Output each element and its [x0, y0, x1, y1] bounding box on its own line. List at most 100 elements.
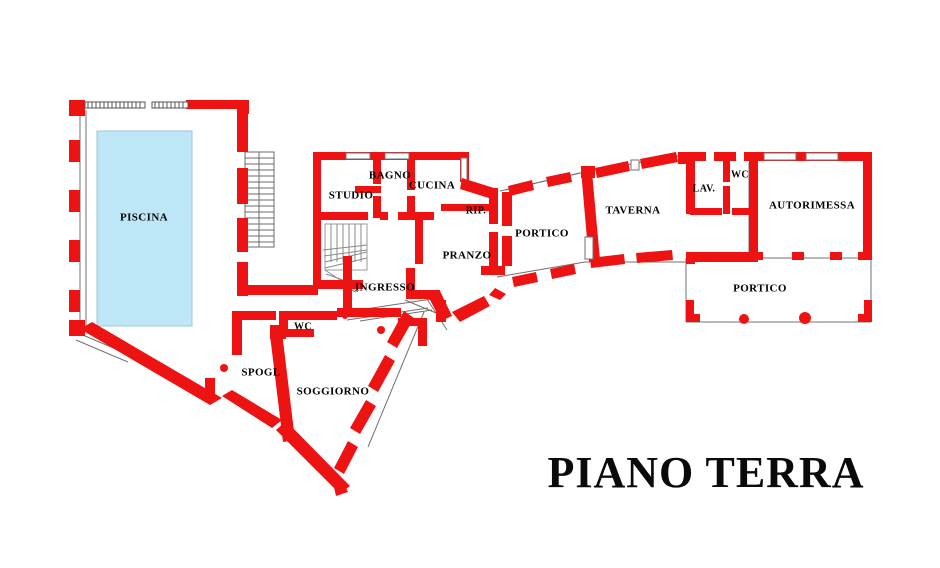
wall-ingresso-right: [406, 268, 415, 298]
wall-spogl-top: [232, 311, 276, 320]
wall-diagonal-sw-2: [222, 390, 282, 428]
wall-pool-corner-tr: [237, 100, 249, 114]
room-label-spogliatoio: SPOGL: [241, 367, 280, 379]
window-taverna-north: [630, 159, 640, 171]
wall-wc1-left: [279, 311, 288, 329]
wall-portico1-left-2: [502, 236, 512, 266]
wall-cucina-bottom: [398, 212, 434, 220]
pier-auto-s2: [830, 252, 842, 260]
wall-soggiorno-right-2: [368, 355, 395, 392]
wall-diag-s-1: [512, 272, 538, 287]
wall-lav-wc-div: [723, 160, 730, 182]
wall-taverna-west: [581, 170, 600, 262]
wall-soggiorno-right-3: [350, 400, 376, 434]
room-label-soggiorno: SOGGIORNO: [297, 386, 370, 398]
wall-bagno-cucina: [407, 160, 415, 190]
wall-pool-right-2: [237, 168, 248, 204]
pier-auto-s1: [792, 252, 804, 260]
column-spogl: [220, 364, 228, 372]
pool-railing: [84, 101, 189, 109]
room-label-pranzo: PRANZO: [443, 250, 492, 262]
wall-pool-left-3: [69, 240, 80, 262]
pier-auto-sw: [749, 252, 763, 260]
wall-pool-corner-bl: [69, 320, 85, 336]
wall-diag-s-2: [550, 264, 576, 279]
wall-rip-bottom: [441, 204, 489, 211]
wall-cucina-pranzo-div: [415, 220, 423, 264]
pool-water: [96, 130, 193, 327]
wall-taverna-south-2: [636, 250, 673, 263]
wall-taverna-south-1: [590, 254, 625, 268]
column-hall-1: [377, 326, 385, 334]
wall-cucina-lower: [407, 196, 415, 218]
wall-studio-bottom: [313, 212, 368, 220]
room-label-portico-1: PORTICO: [515, 228, 569, 240]
wall-hall-div-2: [343, 288, 352, 314]
wall-bagno-bottom: [355, 186, 381, 193]
wall-taverna-north-1: [595, 161, 630, 178]
wall-studio-bottom-stub: [380, 212, 388, 220]
room-label-cucina: CUCINA: [409, 180, 455, 192]
wall-pool-bottom: [248, 285, 318, 295]
wall-soggiorno-right-5: [332, 478, 348, 496]
wall-pool-right-1: [237, 112, 248, 152]
wall-lav-bottom: [690, 208, 722, 215]
wall-hall-div: [343, 256, 352, 290]
room-label-wc-1: WC: [294, 321, 312, 332]
wall-studio-bagno: [373, 160, 381, 184]
wall-portico1-left-1: [502, 192, 512, 226]
window-taverna-west: [584, 236, 594, 260]
wall-pool-right-4: [237, 262, 248, 296]
wall-wc2-bottom: [732, 208, 756, 215]
wall-pool-right-3: [237, 218, 248, 252]
wall-portico1-bottom-link: [452, 296, 490, 322]
column-hall-2: [342, 313, 348, 319]
window-cucina-east: [460, 157, 468, 181]
garage-door-1: [763, 152, 797, 161]
pier-auto-se: [858, 252, 872, 260]
window-north-2: [384, 152, 410, 160]
wall-serv-north-2: [714, 152, 736, 161]
wall-pool-left-4: [69, 290, 80, 312]
room-label-studio: STUDIO: [329, 190, 374, 202]
wall-pool-corner-tl: [69, 100, 85, 116]
wall-soggiorno-bottom: [276, 421, 350, 494]
room-label-taverna: TAVERNA: [606, 205, 661, 217]
room-label-ingresso: INGRESSO: [355, 282, 415, 294]
room-label-autorimessa: AUTORIMESSA: [769, 200, 855, 212]
room-labels: PISCINA STUDIO BAGNO CUCINA RIP. PRANZO …: [120, 169, 855, 397]
exterior-stairs: [244, 151, 275, 248]
sheet-title: PIANO TERRA: [547, 448, 864, 497]
wall-soggiorno-left: [270, 332, 295, 442]
wall-serv-north-1: [686, 152, 706, 161]
wall-pranzo-se-corner: [481, 266, 505, 275]
wall-auto-east: [863, 152, 872, 260]
wall-serv-west: [686, 152, 695, 214]
walls: [69, 100, 872, 496]
wall-serv-east: [749, 152, 758, 260]
room-label-wc-2: WC: [731, 169, 749, 180]
wall-pool-left-1: [69, 140, 80, 162]
window-north-1: [345, 152, 371, 160]
wall-bagno-lower: [373, 196, 381, 218]
wall-entry-stub-v: [418, 318, 427, 346]
garage-door-2: [805, 152, 839, 161]
wall-soggiorno-right-4: [334, 441, 358, 474]
wall-soggiorno-corner-tl: [270, 325, 286, 339]
wall-entry-v2: [436, 300, 446, 322]
room-label-lavanderia: LAV.: [693, 183, 716, 194]
room-label-bagno: BAGNO: [369, 170, 411, 182]
wall-stub-diagonal: [205, 378, 215, 402]
wall-serv-south: [686, 252, 758, 262]
wall-ingresso-bottom: [406, 290, 440, 299]
wall-entry-stub: [398, 318, 426, 326]
wall-taverna-north-2: [640, 152, 678, 169]
wall-lav-wc-div-2: [723, 186, 730, 214]
wall-soggiorno-top: [337, 308, 401, 317]
room-label-piscina: PISCINA: [120, 212, 168, 224]
room-label-portico-2: PORTICO: [733, 283, 787, 295]
wall-pool-left-2: [69, 190, 80, 212]
wall-pool-top-right: [186, 100, 246, 109]
